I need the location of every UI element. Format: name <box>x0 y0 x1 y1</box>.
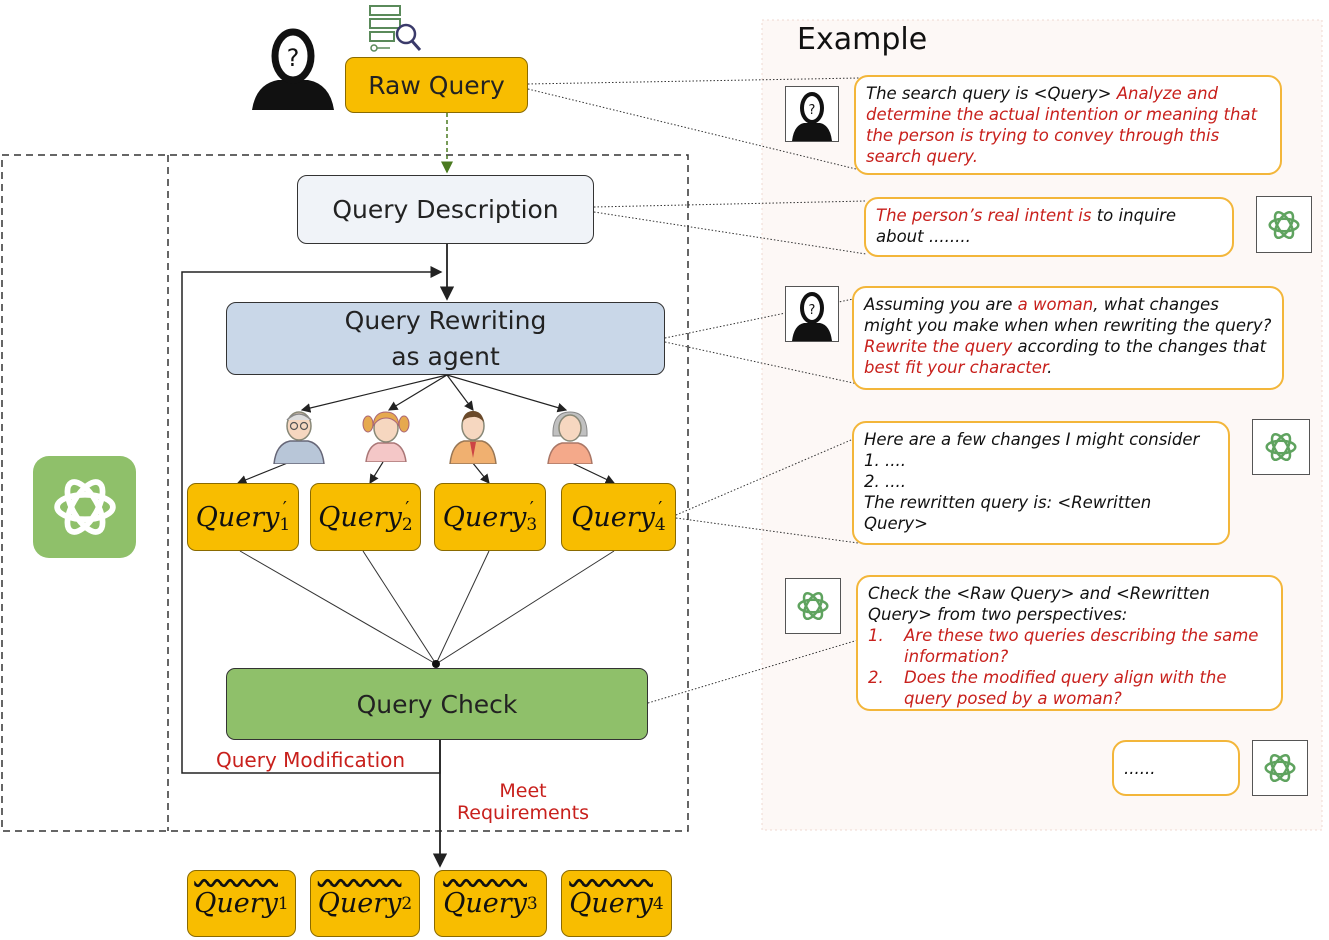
meet-requirements-line1: Meet <box>499 780 547 802</box>
woman-persona-icon <box>547 411 593 464</box>
query-description-box: Query Description <box>297 175 594 244</box>
query-rewriting-box: Query Rewriting as agent <box>226 302 665 375</box>
openai-icon <box>797 591 829 621</box>
meet-requirements-label: Meet Requirements <box>448 780 598 824</box>
query-rewriting-line2: as agent <box>391 341 500 371</box>
meet-requirements-line2: Requirements <box>456 802 590 824</box>
bubble-intent: The person’s real intent is to inquire a… <box>864 197 1234 257</box>
assistant-avatar-1 <box>1256 196 1312 253</box>
bubble-5-item-1-number: 1. <box>868 626 884 645</box>
rewritten-query-1-sub: 1 <box>279 515 291 535</box>
user-question-icon: ? <box>792 92 832 141</box>
bubble-2-red-text: The person’s real intent is <box>876 206 1092 225</box>
raw-query-box: Raw Query <box>345 57 528 113</box>
final-query-4-sup: 4 <box>652 893 664 914</box>
bubble-1-red-text: Analyze and determine the actual intenti… <box>866 84 1258 166</box>
final-query-1-sup: 1 <box>277 893 289 914</box>
bubble-1-text: The search query is <Query> <box>866 84 1117 103</box>
bubble-2-text: to inquire about ........ <box>876 206 1177 246</box>
bubble-3-text-4: . <box>1047 358 1053 377</box>
bubble-4-line-3: 2. .... <box>864 472 906 491</box>
rewritten-query-3: Query′3 <box>434 483 546 551</box>
bubble-5-item-2-text: Does the modified query align with the q… <box>904 668 1227 708</box>
rewritten-query-3-sub: 3 <box>526 515 538 535</box>
bubble-4-line-1: Here are a few changes I might consider <box>864 430 1200 449</box>
bubble-rewrite-response: Here are a few changes I might consider … <box>852 421 1230 545</box>
bubble-5-item-1-text: Are these two queries describing the sam… <box>904 626 1259 666</box>
elderly-man-persona-icon <box>273 411 325 464</box>
query-check-box: Query Check <box>226 668 648 740</box>
bubble-5-item-2-number: 2. <box>868 668 884 687</box>
rewritten-query-2-prime: ′ <box>405 498 410 519</box>
openai-icon <box>1265 432 1297 462</box>
openai-logo-large <box>33 456 136 558</box>
rewritten-query-3-prime: ′ <box>529 498 534 519</box>
example-title: Example <box>797 22 928 57</box>
openai-icon <box>1268 210 1300 239</box>
rewritten-query-2-base: Query <box>318 501 402 533</box>
rewritten-query-1: Query′1 <box>187 483 299 551</box>
outer-dashed-frame <box>1 154 689 832</box>
svg-text:?: ? <box>809 103 816 118</box>
rewritten-query-1-prime: ′ <box>282 498 287 519</box>
rewritten-query-4-sub: 4 <box>654 515 666 535</box>
database-search-icon <box>369 5 422 52</box>
final-query-1-base: Query <box>194 888 278 919</box>
bubble-4-line-2: 1. .... <box>864 451 906 470</box>
bubble-3-red-2: Rewrite the query <box>864 337 1013 356</box>
rewritten-query-3-base: Query <box>442 501 527 533</box>
final-query-4-base: Query <box>569 888 653 919</box>
svg-text:?: ? <box>809 303 816 318</box>
openai-icon <box>53 479 116 535</box>
rewritten-query-2: Query′2 <box>310 483 421 551</box>
rewritten-query-4: Query′4 <box>561 483 676 551</box>
query-rewriting-line1: Query Rewriting <box>344 305 547 335</box>
assistant-avatar-3 <box>785 578 841 634</box>
bubble-3-red-3: best fit your character <box>864 358 1048 377</box>
bubble-5-intro: Check the <Raw Query> and <Rewritten Que… <box>868 584 1210 624</box>
user-question-icon: ? <box>792 292 832 341</box>
user-avatar-2: ? <box>785 286 839 342</box>
final-query-3-sup: 3 <box>526 893 538 914</box>
bubble-user-query: The search query is <Query> Analyze and … <box>854 75 1282 175</box>
bubble-ellipsis: ...... <box>1112 740 1240 796</box>
final-query-3-base: Query <box>443 888 527 919</box>
query-modification-label: Query Modification <box>216 748 406 772</box>
rewritten-query-2-sub: 2 <box>401 515 413 535</box>
final-query-2-sup: 2 <box>401 893 413 914</box>
bubble-5-item-2: 2. Does the modified query align with the… <box>868 667 1271 709</box>
svg-text:?: ? <box>287 44 300 72</box>
assistant-avatar-4 <box>1252 740 1308 796</box>
bubble-4-line-4: The rewritten query is: <Rewritten Query… <box>864 493 1152 533</box>
rewritten-query-4-prime: ′ <box>658 498 663 519</box>
rewritten-query-4-base: Query <box>571 501 655 533</box>
rewritten-query-1-base: Query <box>195 501 280 533</box>
bubble-check-prompt: Check the <Raw Query> and <Rewritten Que… <box>856 575 1283 711</box>
man-persona-icon <box>449 411 497 464</box>
openai-icon <box>1264 753 1296 783</box>
bubble-role-prompt: Assuming you are a woman, what changes m… <box>852 286 1284 390</box>
bubble-3-text-2: , what changes might you make when when … <box>864 295 1272 335</box>
girl-persona-icon <box>362 411 410 462</box>
user-question-icon: ? <box>252 28 334 110</box>
bubble-3-text-3: according to the changes that <box>1012 337 1267 356</box>
bubble-6-text: ...... <box>1124 758 1156 778</box>
assistant-avatar-2 <box>1252 419 1310 475</box>
user-avatar-1: ? <box>785 86 839 142</box>
bubble-3-red-1: a woman <box>1017 295 1094 314</box>
final-query-2-base: Query <box>317 888 402 919</box>
bubble-3-text-1: Assuming you are <box>864 295 1018 314</box>
bubble-5-item-1: 1. Are these two queries describing the s… <box>868 625 1271 667</box>
